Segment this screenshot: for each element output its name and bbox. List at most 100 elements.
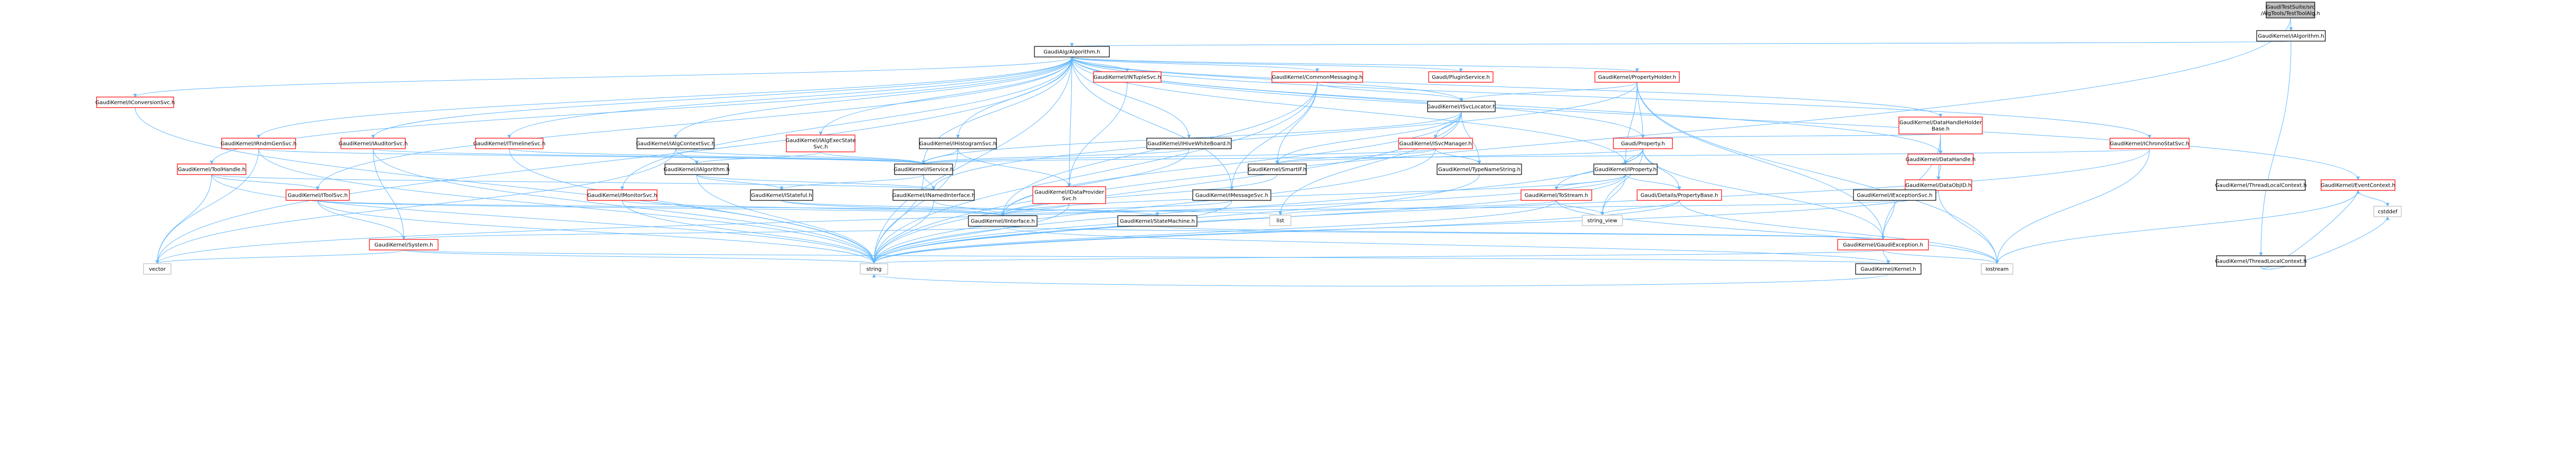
node-label: GaudiKernel/IExceptionSvc.h bbox=[1857, 193, 1933, 199]
edge-Algorithm-to-vector bbox=[155, 56, 1072, 264]
edge-CommonMessaging-to-ISvcLocator bbox=[1317, 82, 1463, 102]
node-itostream[interactable]: GaudiKernel/ToStream.h bbox=[1520, 189, 1592, 201]
node-itoolsvc[interactable]: GaudiKernel/IToolSvc.h bbox=[286, 189, 350, 201]
edge-INamedInterface-to-string bbox=[872, 200, 934, 264]
node-ihivewhiteboard[interactable]: GaudiKernel/IHiveWhiteBoard.h bbox=[1146, 138, 1232, 149]
edge-CommonMessaging-to-SmartIF bbox=[1275, 82, 1318, 165]
node-iexceptionsvc[interactable]: GaudiKernel/IExceptionSvc.h bbox=[1853, 189, 1936, 201]
edge-ITimelineSvc-to-IService bbox=[509, 148, 926, 165]
node-itimelinesvc[interactable]: GaudiKernel/ITimelineSvc.h bbox=[473, 138, 546, 149]
edge-IAlgorithm_top-to-ThreadLocalContext bbox=[2259, 41, 2292, 256]
edge-IHiveWhiteBoard-to-IService bbox=[921, 148, 1190, 165]
edge-ITimelineSvc-to-string bbox=[509, 148, 876, 264]
node-intuplesvc[interactable]: GaudiKernel/INTupleSvc.h bbox=[1093, 71, 1162, 83]
node-ichronostatsvc[interactable]: GaudiKernel/IChronoStatSvc.h bbox=[2109, 138, 2190, 149]
node-ialgcontextsvc[interactable]: GaudiKernel/IAlgContextSvc.h bbox=[636, 138, 715, 149]
node-ialgorithm_mid[interactable]: GaudiKernel/IAlgorithm.h bbox=[663, 163, 730, 175]
node-vector: vector bbox=[143, 263, 172, 275]
edge-PropertyHolder-to-INamedInterface bbox=[931, 82, 1638, 190]
node-statemachine[interactable]: GaudiKernel/StateMachine.h bbox=[1117, 215, 1197, 227]
node-imessagesvc[interactable]: GaudiKernel/IMessageSvc.h bbox=[1192, 189, 1271, 201]
edge-Algorithm-to-IMonitorSvc bbox=[620, 56, 1072, 190]
node-smartif[interactable]: GaudiKernel/SmartIF.h bbox=[1248, 163, 1307, 175]
node-iconversionsvc[interactable]: GaudiKernel/IConversionSvc.h bbox=[96, 97, 175, 108]
node-propertybase[interactable]: Gaudi/Details/PropertyBase.h bbox=[1637, 189, 1722, 201]
edge-IMonitorSvc-to-IInterface bbox=[622, 200, 1005, 216]
node-datahandle[interactable]: GaudiKernel/DataHandle.h bbox=[1906, 153, 1976, 165]
node-kernel[interactable]: GaudiKernel/Kernel.h bbox=[1855, 263, 1922, 275]
node-label: Gaudi/Property.h bbox=[1621, 141, 1665, 147]
node-inamedinterface[interactable]: GaudiKernel/INamedInterface.h bbox=[892, 189, 975, 201]
node-label: iostream bbox=[1985, 267, 2009, 273]
node-pluginservice[interactable]: Gaudi/PluginService.h bbox=[1428, 71, 1494, 83]
edge-Algorithm-to-PluginService bbox=[1071, 56, 1463, 72]
node-label: GaudiKernel/DataObjID.h bbox=[1905, 183, 1971, 189]
node-property[interactable]: Gaudi/Property.h bbox=[1613, 138, 1673, 149]
node-label: GaudiKernel/IRndmGenSvc.h bbox=[221, 141, 297, 147]
edge-System-to-string bbox=[403, 249, 876, 264]
node-imonitorsvc[interactable]: GaudiKernel/IMonitorSvc.h bbox=[587, 189, 658, 201]
node-label: GaudiKernel/SmartIF.h bbox=[1248, 167, 1307, 173]
edge-IAlgContextSvc-to-vector bbox=[155, 148, 676, 264]
edge-Property-to-string_view bbox=[1600, 148, 1643, 216]
edge-PropertyHolder-to-Property bbox=[1637, 82, 1645, 139]
node-gaudiexception[interactable]: GaudiKernel/GaudiException.h bbox=[1837, 239, 1929, 250]
edge-IAlgorithm_mid-to-string bbox=[696, 174, 876, 264]
node-label: GaudiKernel/IInterface.h bbox=[971, 219, 1034, 225]
edge-IExceptionSvc-to-IInterface bbox=[1001, 200, 1895, 216]
edge-IMonitorSvc-to-string bbox=[622, 200, 876, 264]
node-list: list bbox=[1269, 215, 1291, 226]
node-cstddef: cstddef bbox=[2373, 206, 2402, 217]
node-threadlocalcontext2[interactable]: GaudiKernel/ThreadLocalContext.h bbox=[2215, 179, 2307, 191]
node-label: Gaudi/PluginService.h bbox=[1432, 75, 1490, 81]
node-label: GaudiKernel/PropertyHolder.h bbox=[1598, 75, 1676, 81]
node-dataobjid[interactable]: GaudiKernel/DataObjID.h bbox=[1905, 179, 1972, 191]
edge-GaudiException-to-Kernel bbox=[1883, 249, 1890, 264]
node-ihistogramsvc[interactable]: GaudiKernel/IHistogramSvc.h bbox=[919, 138, 997, 149]
node-iproperty[interactable]: GaudiKernel/IProperty.h bbox=[1593, 163, 1658, 175]
node-ialgorithm_top[interactable]: GaudiKernel/IAlgorithm.h bbox=[2256, 30, 2326, 42]
edge-DataHandleHolderBase-to-Property bbox=[1641, 133, 1941, 139]
node-label: GaudiKernel/ToStream.h bbox=[1525, 193, 1588, 199]
node-isvclocator[interactable]: GaudiKernel/ISvcLocator.h bbox=[1427, 101, 1496, 112]
node-label: GaudiKernel/Kernel.h bbox=[1860, 267, 1916, 273]
node-root[interactable]: GaudiTestSuite/src/AlgTools/TestToolAlg.… bbox=[2261, 2, 2320, 18]
node-label: GaudiKernel/IMonitorSvc.h bbox=[587, 193, 657, 199]
node-system[interactable]: GaudiKernel/System.h bbox=[369, 239, 439, 250]
node-label: Base.h bbox=[1932, 127, 1950, 132]
node-iauditorsvc[interactable]: GaudiKernel/IAuditorSvc.h bbox=[339, 138, 408, 149]
edge-Algorithm-to-IAlgContextSvc bbox=[673, 56, 1072, 139]
edge-IToStream-to-list bbox=[1278, 200, 1557, 216]
node-commonmessaging[interactable]: GaudiKernel/CommonMessaging.h bbox=[1271, 71, 1363, 83]
node-istateful[interactable]: GaudiKernel/IStateful.h bbox=[750, 189, 813, 201]
edge-ToolHandle-to-INamedInterface bbox=[211, 174, 935, 190]
edge-ToolHandle-to-vector bbox=[155, 174, 212, 264]
edge-ISvcManager-to-SmartIF bbox=[1275, 148, 1436, 165]
node-iostream: iostream bbox=[1981, 263, 2013, 275]
edge-IChronoStatSvc-to-string bbox=[872, 148, 2150, 264]
edge-IInterface-to-System bbox=[402, 226, 1003, 240]
node-typenamestring[interactable]: GaudiKernel/TypeNameString.h bbox=[1437, 163, 1522, 175]
node-toolhandle[interactable]: GaudiKernel/ToolHandle.h bbox=[177, 163, 246, 175]
node-label: Svc.h bbox=[813, 144, 828, 150]
node-threadlocalcontext[interactable]: GaudiKernel/ThreadLocalContext.h bbox=[2215, 255, 2307, 267]
node-eventcontext[interactable]: GaudiKernel/EventContext.h bbox=[2321, 179, 2396, 191]
node-irndmgensvc[interactable]: GaudiKernel/IRndmGenSvc.h bbox=[221, 138, 297, 149]
edge-ThreadLocalContext-to-cstddef bbox=[2260, 216, 2390, 270]
node-label: GaudiKernel/IStateful.h bbox=[751, 193, 812, 199]
node-propertyholder[interactable]: GaudiKernel/PropertyHolder.h bbox=[1594, 71, 1680, 83]
edge-IRndmGenSvc-to-string bbox=[258, 148, 876, 264]
edge-IProperty-to-IToStream bbox=[1554, 174, 1626, 190]
node-algorithm[interactable]: GaudiAlg/Algorithm.h bbox=[1034, 46, 1110, 57]
node-isvcmanager[interactable]: GaudiKernel/ISvcManager.h bbox=[1398, 138, 1473, 149]
edge-IRndmGenSvc-to-IService bbox=[258, 148, 925, 165]
edge-INamedInterface-to-IInterface bbox=[933, 200, 1005, 216]
node-iservice[interactable]: GaudiKernel/IService.h bbox=[893, 163, 954, 175]
node-label: Gaudi/Details/PropertyBase.h bbox=[1641, 193, 1718, 199]
edge-PropertyBase-to-iostream bbox=[1679, 200, 1999, 264]
node-iinterface[interactable]: GaudiKernel/IInterface.h bbox=[968, 215, 1038, 227]
